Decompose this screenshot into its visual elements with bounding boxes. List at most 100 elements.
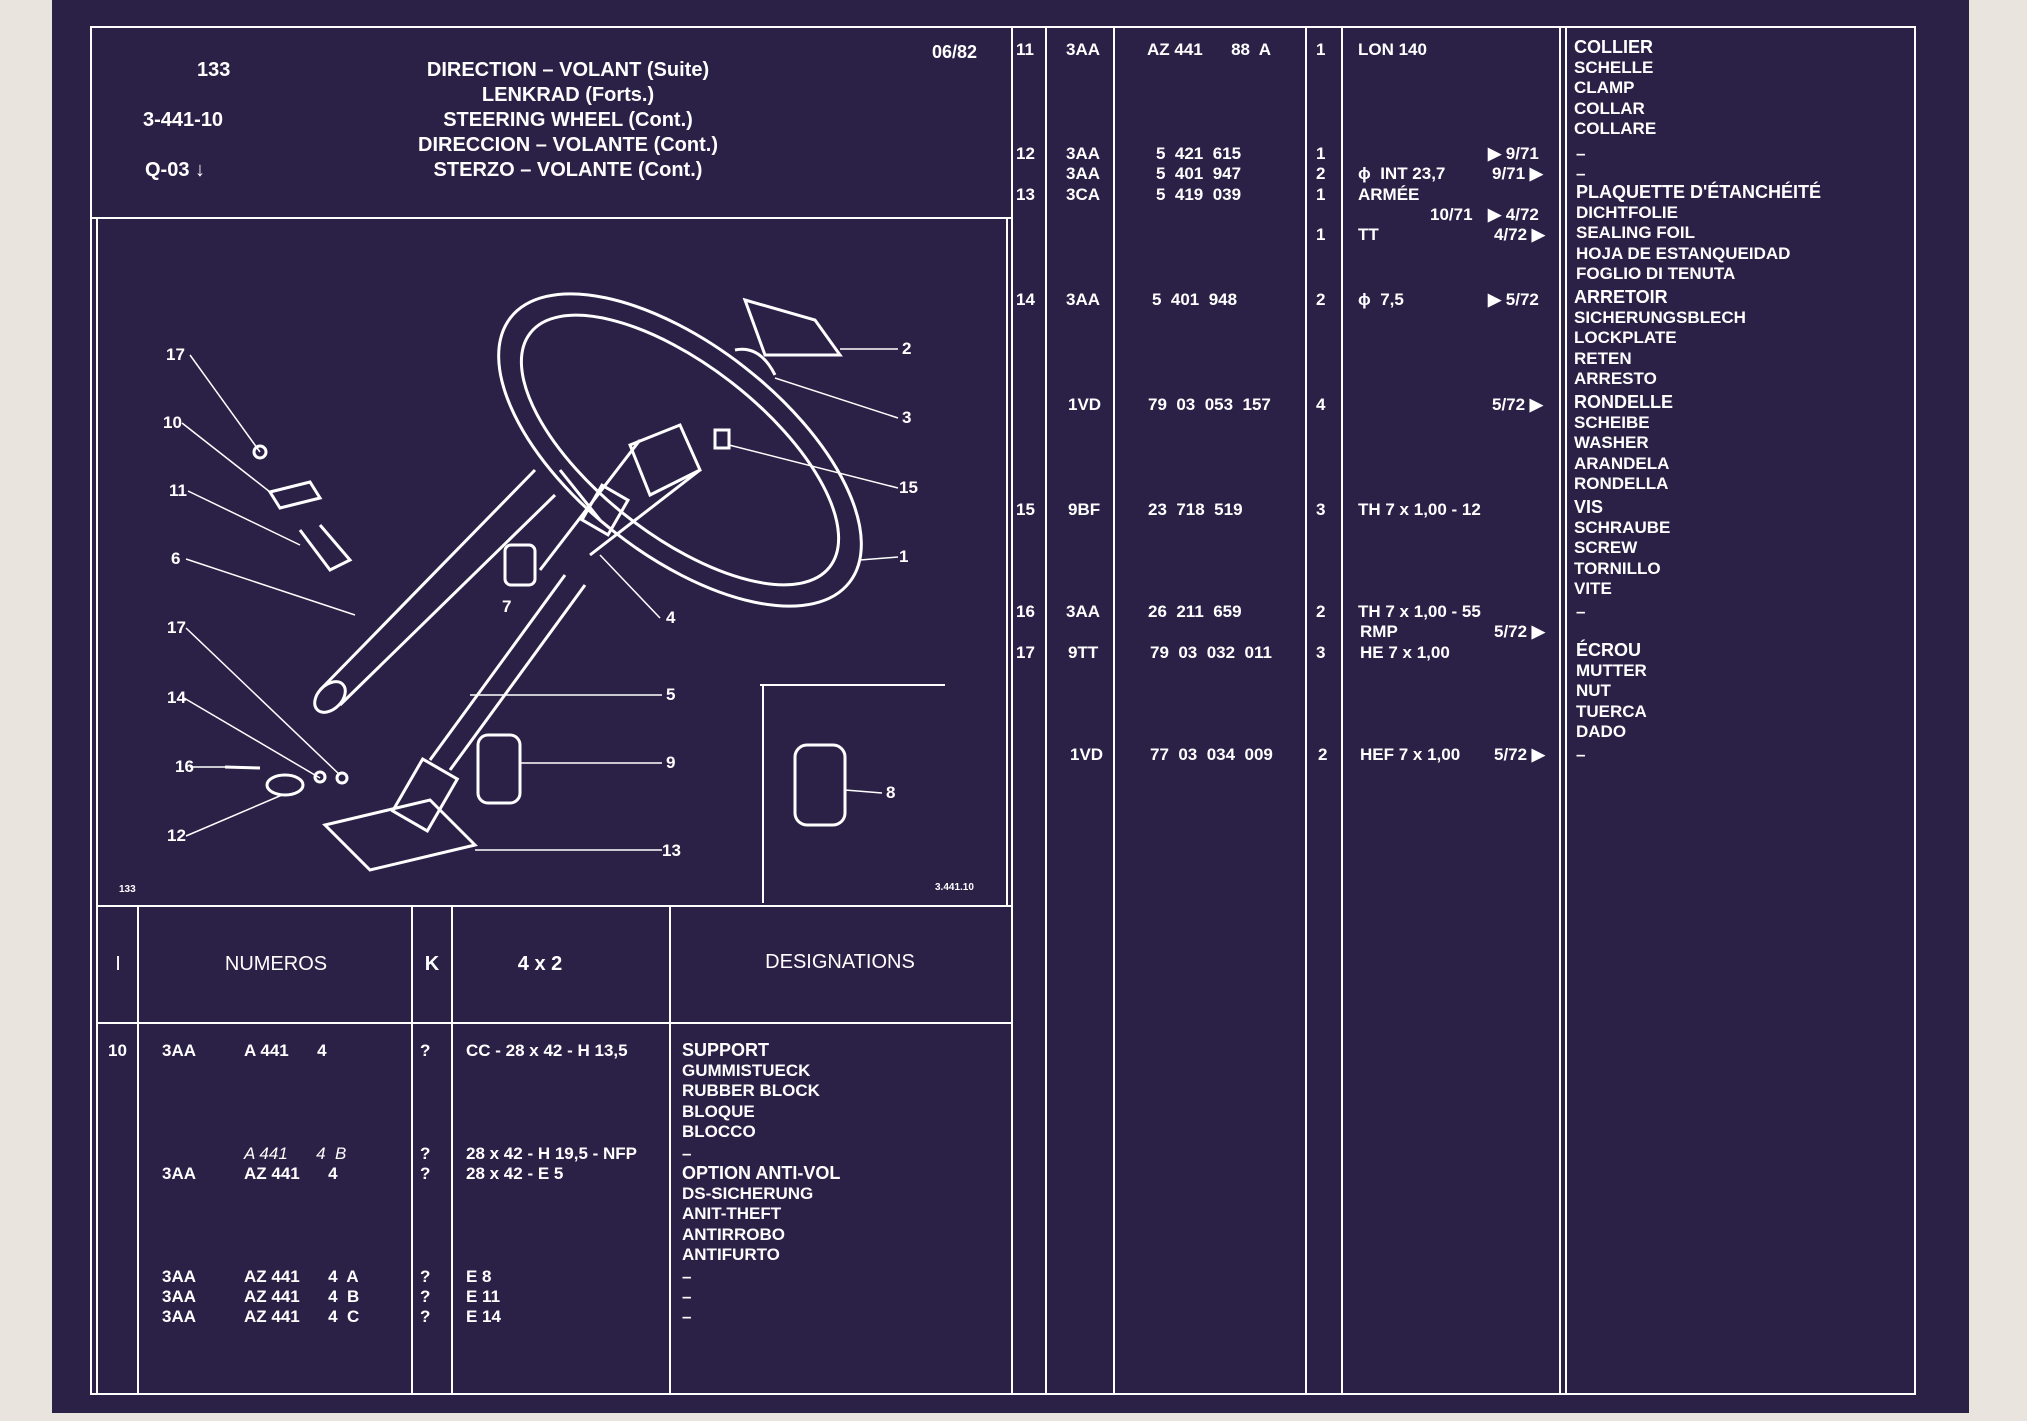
r12b-spec: ϕ INT 23,7: [1358, 164, 1446, 183]
callout-14: 14: [167, 688, 186, 707]
r12-designation: –: [1576, 144, 1586, 163]
r12b-designation: –: [1576, 164, 1586, 183]
callout-17b: 17: [167, 618, 186, 637]
r13-spec: ARMÉE: [1358, 185, 1420, 204]
r14-index: 14: [1016, 290, 1035, 309]
row-c-part: AZ 441 4: [244, 1164, 338, 1183]
rwasher-designation: RONDELLE SCHEIBE WASHER ARANDELA RONDELL…: [1574, 392, 1673, 493]
row-d-k: ?: [420, 1267, 431, 1286]
r12-index: 12: [1016, 144, 1035, 163]
horn-pad: [628, 423, 702, 498]
r17-part: 79 03 032 011: [1150, 643, 1272, 662]
r13c-spec: TT: [1358, 225, 1379, 244]
steering-wheel-rim: [497, 292, 863, 608]
r13c-date: 4/72 ▶: [1494, 225, 1545, 244]
row-d-designation: –: [682, 1267, 692, 1286]
callout-16: 16: [175, 757, 194, 776]
upper-column-tube: [318, 468, 557, 707]
r16-k: 2: [1316, 602, 1326, 621]
rnut-k: 2: [1318, 745, 1328, 764]
r12-code: 3AA: [1066, 144, 1101, 163]
callout-10: 10: [163, 413, 182, 432]
row-d-part: AZ 441 4 A: [244, 1267, 359, 1286]
rwasher-k: 4: [1316, 395, 1326, 414]
row-b-designation: –: [682, 1144, 692, 1163]
callout-13: 13: [662, 841, 681, 860]
page-number: 133: [197, 59, 231, 81]
r13-index: 13: [1016, 185, 1035, 204]
r14-date: ▶ 5/72: [1488, 290, 1539, 309]
microfiche-sheet: [52, 0, 1969, 1413]
rnut-part: 77 03 034 009: [1150, 745, 1273, 764]
row-c-spec: 28 x 42 - E 5: [466, 1164, 564, 1183]
part-7: [503, 543, 537, 587]
document-date: 06/82: [932, 42, 978, 62]
r15-part: 23 718 519: [1148, 500, 1243, 519]
hub: [579, 483, 631, 537]
part-15-screw: [713, 428, 731, 450]
part-12: [265, 773, 305, 797]
r14-k: 2: [1316, 290, 1326, 309]
callout-9: 9: [666, 753, 676, 772]
r16-spec: TH 7 x 1,00 - 55: [1358, 602, 1481, 621]
row-10-part: A 441 4: [244, 1041, 327, 1060]
callout-6: 6: [171, 549, 181, 568]
part-3-clip: [734, 347, 777, 376]
r11-index: 11: [1016, 40, 1034, 59]
row-10-index: 10: [108, 1041, 127, 1060]
row-10-k: ?: [420, 1041, 431, 1060]
steering-shaft: [428, 574, 587, 771]
r12-k: 1: [1316, 144, 1326, 163]
r16-index: 16: [1016, 602, 1035, 621]
column-header-numbers: NUMEROS: [224, 953, 328, 975]
row-e-part: AZ 441 4 B: [244, 1287, 360, 1306]
row-e-k: ?: [420, 1287, 431, 1306]
part-9: [476, 733, 522, 805]
r11-designation: COLLIER SCHELLE CLAMP COLLAR COLLARE: [1574, 37, 1657, 138]
callout-8: 8: [886, 783, 896, 802]
r13-code: 3CA: [1066, 185, 1101, 204]
r11-k: 1: [1316, 40, 1326, 59]
title-es: DIRECCION – VOLANTE (Cont.): [418, 134, 718, 156]
column-header-index: I: [115, 953, 121, 975]
r12b-part: 5 401 947: [1156, 164, 1242, 183]
callout-5: 5: [666, 685, 676, 704]
title-en: STEERING WHEEL (Cont.): [443, 109, 693, 131]
r14-spec: ϕ 7,5: [1358, 290, 1404, 309]
page-title: DIRECTION – VOLANT (Suite) LENKRAD (Fort…: [418, 58, 718, 183]
r14-part: 5 401 948: [1152, 290, 1238, 309]
callout-11: 11: [169, 481, 187, 500]
r13b-date: ▶ 4/72: [1488, 205, 1539, 224]
row-e-spec: E 11: [466, 1287, 501, 1306]
r17-k: 3: [1316, 643, 1326, 662]
diagram-frame: [96, 217, 1008, 907]
reference-code: 3-441-10: [143, 109, 224, 131]
row-b-k: ?: [420, 1144, 431, 1163]
rwasher-code: 1VD: [1068, 395, 1102, 414]
row-b-spec: 28 x 42 - H 19,5 - NFP: [466, 1144, 638, 1163]
title-de: LENKRAD (Forts.): [481, 84, 655, 106]
part-2: [742, 297, 843, 357]
r13-designation: PLAQUETTE D'ÉTANCHÉITÉ DICHTFOLIE SEALIN…: [1576, 182, 1821, 283]
r12b-k: 2: [1316, 164, 1326, 183]
callout-7: 7: [502, 597, 512, 616]
r16-code: 3AA: [1066, 602, 1101, 621]
callout-3: 3: [902, 408, 912, 427]
row-d-code: 3AA: [162, 1267, 197, 1286]
outer-frame: [90, 26, 1916, 1395]
r15-designation: VIS SCHRAUBE SCREW TORNILLO VITE: [1574, 497, 1671, 598]
row-f-code: 3AA: [162, 1307, 197, 1326]
r12b-date: 9/71 ▶: [1492, 164, 1543, 183]
column-header-designations: DESIGNATIONS: [765, 951, 915, 973]
row-f-designation: –: [682, 1307, 692, 1326]
diagram-corner-left: 133: [119, 884, 136, 895]
part-16-bolt: [224, 765, 261, 770]
row-c-designation: OPTION ANTI-VOL DS-SICHERUNG ANIT-THEFT …: [682, 1163, 841, 1264]
callout-15: 15: [899, 478, 918, 497]
title-fr: DIRECTION – VOLANT (Suite): [426, 59, 710, 81]
r13-part: 5 419 039: [1156, 185, 1242, 204]
r15-index: 15: [1016, 500, 1035, 519]
u-joint: [390, 756, 460, 834]
r14-code: 3AA: [1066, 290, 1101, 309]
